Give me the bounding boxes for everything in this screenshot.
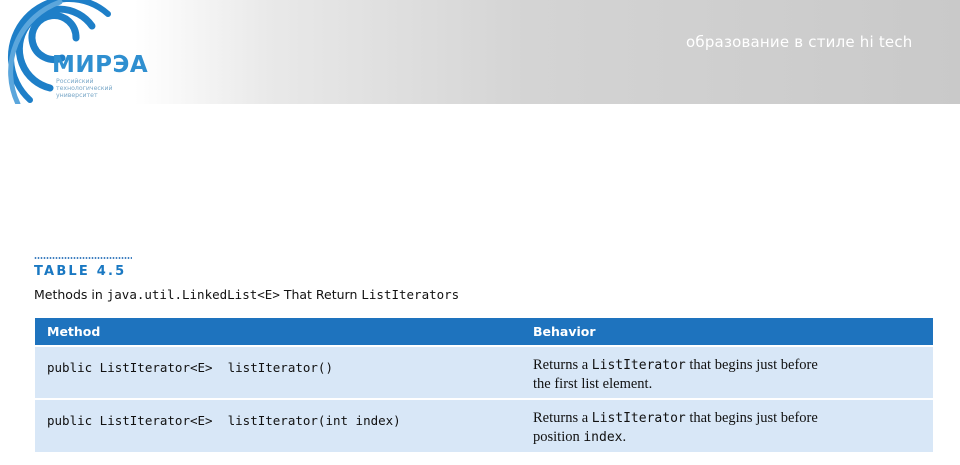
behavior-text: Returns a <box>533 410 592 426</box>
behavior-line: the first list element. <box>533 376 653 392</box>
caption-text: That Return <box>279 287 362 302</box>
logo-subtitle: Российский технологический университет <box>56 78 136 99</box>
behavior-line: Returns a ListIterator that begins just … <box>533 409 933 428</box>
table-caption: Methods in java.util.LinkedList<E> That … <box>34 287 459 302</box>
dotted-rule <box>34 257 132 259</box>
behavior-line: position index. <box>533 428 933 447</box>
logo-wordmark: МИРЭА <box>52 52 149 78</box>
mirea-logo: МИРЭА Российский технологический универс… <box>0 0 175 107</box>
caption-code: ListIterators <box>361 287 460 302</box>
table-header-row: Method Behavior <box>35 318 933 345</box>
logo-subtitle-line: технологический <box>56 85 113 92</box>
table-row: public ListIterator<E> listIterator(int … <box>35 398 933 452</box>
logo-subtitle-line: Российский <box>56 78 94 85</box>
methods-table: Method Behavior public ListIterator<E> l… <box>35 318 933 452</box>
method-cell: public ListIterator<E> listIterator() <box>47 360 333 375</box>
behavior-cell: Returns a ListIterator that begins just … <box>531 347 933 398</box>
behavior-text: that begins just before <box>685 357 818 373</box>
behavior-text: position <box>533 429 584 445</box>
mirea-logo-icon <box>7 0 111 107</box>
logo-subtitle-line: университет <box>56 92 98 99</box>
method-cell: public ListIterator<E> listIterator(int … <box>47 413 401 428</box>
table-label: TABLE 4.5 <box>34 264 127 279</box>
column-header-method: Method <box>47 324 101 339</box>
column-header-behavior: Behavior <box>533 324 596 339</box>
behavior-line: Returns a ListIterator that begins just … <box>533 356 933 375</box>
behavior-code: ListIterator <box>591 358 686 373</box>
caption-code: java.util.LinkedList<E> <box>106 287 280 302</box>
behavior-text: Returns a <box>533 357 592 373</box>
behavior-text: that begins just before <box>685 410 818 426</box>
behavior-code: ListIterator <box>591 411 686 426</box>
behavior-code: index <box>583 430 623 445</box>
table-row: public ListIterator<E> listIterator() Re… <box>35 347 933 398</box>
caption-text: Methods in <box>34 287 107 302</box>
behavior-text: . <box>622 429 627 445</box>
slogan: образование в стиле hi tech <box>686 33 913 51</box>
top-banner <box>0 0 960 104</box>
behavior-cell: Returns a ListIterator that begins just … <box>531 400 933 452</box>
